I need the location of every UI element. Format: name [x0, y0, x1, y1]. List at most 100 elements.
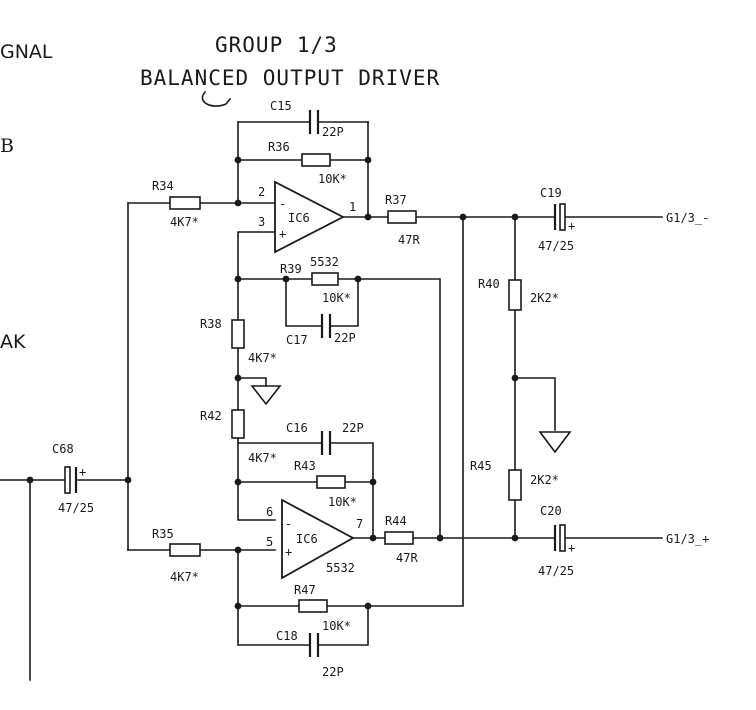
c16-value: 22P — [342, 421, 364, 435]
ic6a-part: 5532 — [310, 255, 339, 269]
r35-value: 4K7* — [170, 570, 199, 584]
ic6b-minus-sign: - — [285, 517, 292, 531]
c68-polarity: + — [79, 465, 86, 479]
c68-ref: C68 — [52, 442, 74, 456]
capacitor-c19: + C19 47/25 — [538, 186, 575, 253]
junction — [364, 602, 372, 610]
subtitle: BALANCED OUTPUT DRIVER — [140, 66, 440, 90]
title-scribble — [201, 90, 232, 107]
c18-ref: C18 — [276, 629, 298, 643]
opamp-ic6a: - + IC6 2 3 1 5532 — [258, 180, 356, 269]
resistor-r37: R37 47R — [385, 193, 420, 247]
r42-value: 4K7* — [248, 451, 277, 465]
r40-ref: R40 — [478, 277, 500, 291]
c19-value: 47/25 — [538, 239, 574, 253]
ic6b-pin-out: 7 — [356, 517, 363, 531]
junction — [234, 546, 242, 554]
c16-ref: C16 — [286, 421, 308, 435]
c17-ref: C17 — [286, 333, 308, 347]
junction — [511, 213, 519, 221]
resistor-r38: R38 4K7* — [200, 317, 277, 365]
junction — [234, 275, 242, 283]
capacitor-c15: C15 22P — [270, 99, 344, 139]
resistor-r34: R34 4K7* — [152, 179, 201, 229]
ground-symbol-divider — [538, 431, 572, 454]
c18-value: 22P — [322, 665, 344, 679]
edge-text-signal: GNAL — [0, 41, 53, 63]
r44-value: 47R — [396, 551, 418, 565]
c17-value: 22P — [334, 331, 356, 345]
resistor-r47: R47 10K* — [294, 583, 351, 633]
c20-ref: C20 — [540, 504, 562, 518]
output-label-positive: G1/3_+ — [666, 532, 709, 546]
r43-ref: R43 — [294, 459, 316, 473]
resistor-r42: R42 4K7* — [200, 409, 277, 465]
r45-ref: R45 — [470, 459, 492, 473]
c68-value: 47/25 — [58, 501, 94, 515]
ic6a-pin-noninv: 3 — [258, 215, 265, 229]
edge-text-b: B — [0, 135, 14, 157]
junction — [511, 374, 519, 382]
r40-value: 2K2* — [530, 291, 559, 305]
junction — [234, 199, 242, 207]
r43-value: 10K* — [328, 495, 357, 509]
ic6a-pin-out: 1 — [349, 200, 356, 214]
opamp-ic6b: - + IC6 6 5 7 5532 — [266, 498, 363, 580]
junctions — [26, 156, 519, 610]
ic6b-pin-inv: 6 — [266, 505, 273, 519]
r34-value: 4K7* — [170, 215, 199, 229]
resistor-r44: R44 47R — [384, 514, 418, 565]
capacitor-c17: C17 22P — [286, 314, 356, 347]
c19-ref: C19 — [540, 186, 562, 200]
r36-value: 10K* — [318, 172, 347, 186]
r47-ref: R47 — [294, 583, 316, 597]
r38-value: 4K7* — [248, 351, 277, 365]
ic6b-plus-sign: + — [285, 545, 292, 559]
ic6a-pin-inv: 2 — [258, 185, 265, 199]
capacitor-c20: + C20 47/25 — [538, 504, 575, 578]
resistor-r36: R36 10K* — [268, 140, 347, 186]
r34-ref: R34 — [152, 179, 174, 193]
ic6b-part: 5532 — [326, 561, 355, 575]
r38-ref: R38 — [200, 317, 222, 331]
junction — [234, 602, 242, 610]
ic6a-ref: IC6 — [288, 211, 310, 225]
c19-polarity: + — [568, 219, 575, 233]
junction — [364, 213, 372, 221]
r39-value: 10K* — [322, 291, 351, 305]
ic6b-ref: IC6 — [296, 532, 318, 546]
c15-value: 22P — [322, 125, 344, 139]
ic6b-pin-noninv: 5 — [266, 535, 273, 549]
edge-text-ak: AK — [0, 331, 26, 353]
r36-ref: R36 — [268, 140, 290, 154]
junction — [234, 374, 242, 382]
junction — [234, 478, 242, 486]
output-label-negative: G1/3_- — [666, 211, 709, 225]
resistor-r43: R43 10K* — [294, 459, 357, 509]
ic6a-minus-sign: - — [279, 197, 286, 211]
junction — [511, 534, 519, 542]
resistor-r35: R35 4K7* — [152, 527, 201, 584]
r44-ref: R44 — [385, 514, 407, 528]
capacitor-c16: C16 22P — [286, 421, 364, 455]
r37-ref: R37 — [385, 193, 407, 207]
c20-value: 47/25 — [538, 564, 574, 578]
r39-ref: R39 — [280, 262, 302, 276]
r42-ref: R42 — [200, 409, 222, 423]
junction — [369, 534, 377, 542]
capacitor-c18: C18 22P — [276, 629, 344, 679]
junction — [282, 275, 290, 283]
junction — [234, 156, 242, 164]
junction — [369, 478, 377, 486]
junction — [26, 476, 34, 484]
r45-value: 2K2* — [530, 473, 559, 487]
c20-polarity: + — [568, 541, 575, 555]
capacitor-c68: + C68 47/25 — [52, 442, 94, 515]
group-title: GROUP 1/3 — [215, 33, 338, 57]
resistor-r39: R39 10K* — [280, 262, 351, 305]
ground-symbol-bias — [250, 385, 282, 406]
r35-ref: R35 — [152, 527, 174, 541]
junction — [459, 213, 467, 221]
junction — [364, 156, 372, 164]
